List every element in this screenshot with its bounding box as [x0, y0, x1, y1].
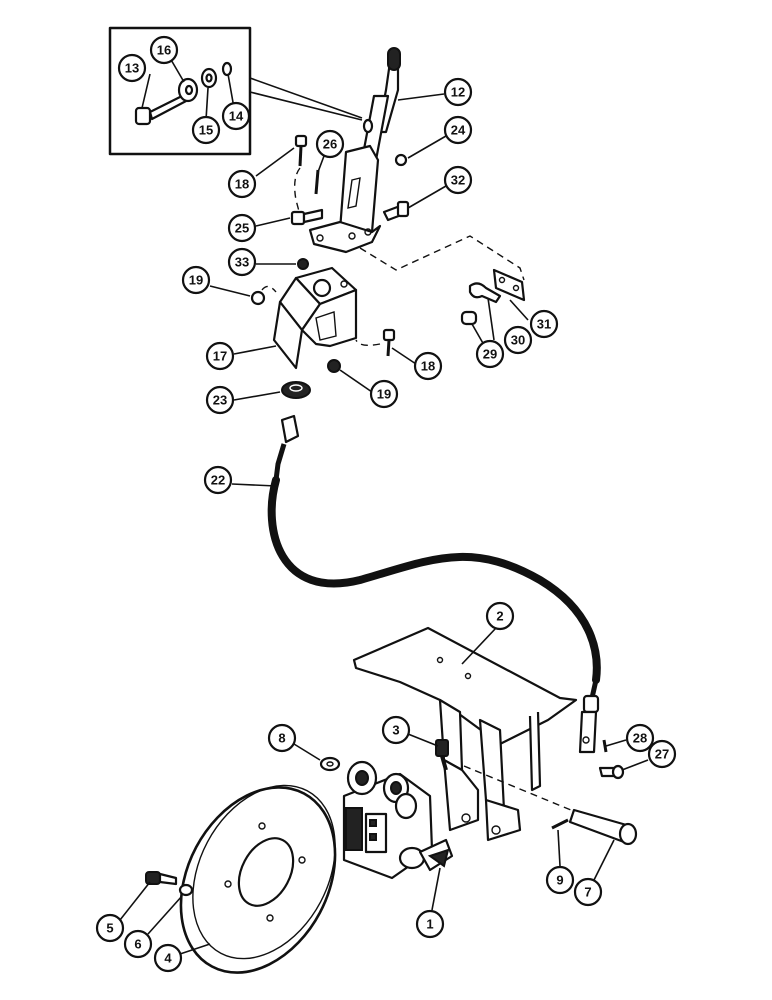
- callout-31: 31: [529, 309, 559, 339]
- callout-label-7: 7: [584, 885, 591, 900]
- callout-12: 12: [443, 77, 473, 107]
- callout-22: 22: [203, 465, 233, 495]
- callout-5: 5: [95, 913, 125, 943]
- callout-30: 30: [503, 325, 533, 355]
- callout-15: 15: [191, 115, 221, 145]
- callout-label-24: 24: [451, 123, 466, 138]
- control-cable-22: [267, 414, 601, 754]
- callout-label-19-left: 19: [189, 273, 203, 288]
- callout-label-25: 25: [235, 221, 249, 236]
- cotter-pin-9: [551, 818, 569, 830]
- callout-1: 1: [415, 909, 445, 939]
- callout-28: 28: [625, 723, 655, 753]
- callout-label-13: 13: [125, 61, 139, 76]
- callout-8: 8: [267, 723, 297, 753]
- callout-17: 17: [205, 341, 235, 371]
- callout-label-27: 27: [655, 747, 669, 762]
- callout-label-6: 6: [134, 937, 141, 952]
- callout-label-14: 14: [229, 109, 244, 124]
- callout-3: 3: [381, 715, 411, 745]
- callout-label-3: 3: [392, 723, 399, 738]
- washer-15-inset: [200, 67, 218, 89]
- callout-label-1: 1: [426, 917, 433, 932]
- callout-29: 29: [475, 339, 505, 369]
- callout-2: 2: [485, 601, 515, 631]
- washer-6: [178, 883, 194, 897]
- callout-32: 32: [443, 165, 473, 195]
- pin-26: [314, 169, 320, 195]
- callout-label-33: 33: [235, 255, 249, 270]
- callout-label-18-upper: 18: [235, 177, 249, 192]
- grommet-23: [281, 381, 311, 399]
- callout-label-5: 5: [106, 921, 113, 936]
- callout-label-30: 30: [511, 333, 525, 348]
- bolt-18-upper: [293, 134, 308, 216]
- clip-14-inset: [221, 61, 233, 77]
- callout-26: 26: [315, 129, 345, 159]
- shift-lever-12: [360, 47, 401, 162]
- callout-label-26: 26: [323, 137, 337, 152]
- callout-27: 27: [647, 739, 677, 769]
- washer-16-inset: [177, 77, 199, 103]
- pin-7: [568, 808, 638, 846]
- clamp-plate-31: [492, 268, 526, 302]
- callout-25: 25: [227, 213, 257, 243]
- nut-19-left: [250, 285, 277, 306]
- callout-label-32: 32: [451, 173, 465, 188]
- callout-label-19-lower: 19: [377, 387, 391, 402]
- bolt-18-lower: [355, 328, 396, 357]
- callout-6: 6: [123, 929, 153, 959]
- nut-33: [297, 258, 309, 270]
- callout-label-9: 9: [556, 873, 563, 888]
- callout-label-16: 16: [157, 43, 171, 58]
- callout-label-17: 17: [213, 349, 227, 364]
- disc-4: [179, 784, 337, 974]
- callout-9: 9: [545, 865, 575, 895]
- valve-assembly-1: [342, 760, 454, 880]
- callout-label-18-lower: 18: [421, 359, 435, 374]
- bolt-25: [290, 208, 324, 226]
- clevis-pin-27: [598, 764, 625, 780]
- callout-23: 23: [205, 385, 235, 415]
- callout-19-left: 19: [181, 265, 211, 295]
- inset-detail: [108, 26, 363, 156]
- callout-24: 24: [443, 115, 473, 145]
- lever-mount-plate: [308, 144, 382, 254]
- callout-13: 13: [117, 53, 147, 83]
- callout-14: 14: [221, 101, 251, 131]
- callout-label-12: 12: [451, 85, 465, 100]
- callout-7: 7: [573, 877, 603, 907]
- callout-label-29: 29: [483, 347, 497, 362]
- bolt-3: [435, 739, 449, 771]
- callout-label-4: 4: [164, 951, 172, 966]
- washer-24: [394, 153, 408, 167]
- nut-19-lower: [327, 359, 341, 373]
- bolt-32: [382, 200, 410, 222]
- callout-18-lower: 18: [413, 351, 443, 381]
- callout-16: 16: [149, 35, 179, 65]
- callout-label-8: 8: [278, 731, 285, 746]
- callout-label-28: 28: [633, 731, 647, 746]
- callout-label-31: 31: [537, 317, 551, 332]
- callout-4: 4: [153, 943, 183, 973]
- bushing-29: [460, 310, 478, 326]
- callout-18-upper: 18: [227, 169, 257, 199]
- bolt-5: [145, 871, 178, 886]
- support-bracket-2: [352, 626, 578, 842]
- callout-label-2: 2: [496, 609, 503, 624]
- cotter-28: [602, 739, 608, 753]
- callout-label-22: 22: [211, 473, 225, 488]
- washer-8: [319, 756, 341, 772]
- bracket-17: [272, 266, 358, 370]
- callout-label-15: 15: [199, 123, 213, 138]
- callout-33: 33: [227, 247, 257, 277]
- clamp-30: [468, 282, 502, 304]
- callout-19-lower: 19: [369, 379, 399, 409]
- callout-label-23: 23: [213, 393, 227, 408]
